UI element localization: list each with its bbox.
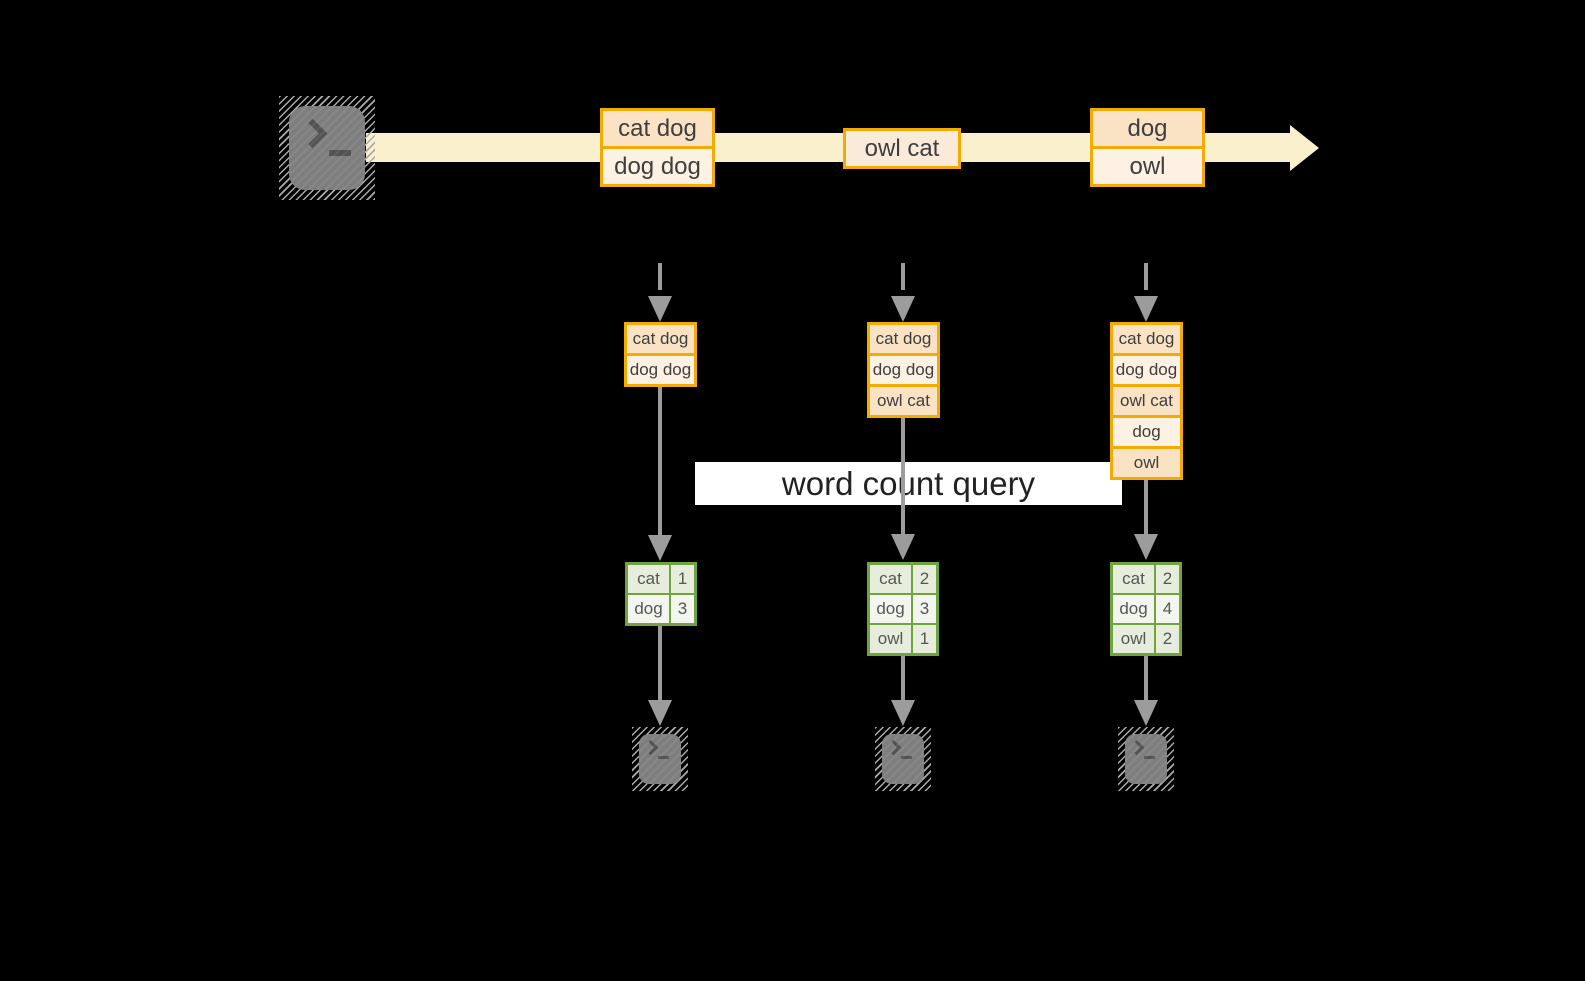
prompt-chevron-icon: [297, 118, 328, 149]
prompt-cursor-icon: [329, 150, 351, 156]
word-cell: cat: [870, 565, 911, 593]
input-buffer-1: cat dog dog dog: [624, 322, 697, 387]
arrow-down-icon: [1134, 296, 1158, 322]
buffer-line: owl cat: [1113, 384, 1180, 415]
terminal-screen: [289, 106, 365, 190]
count-cell: 2: [1156, 625, 1179, 653]
stream-arrowhead-icon: [1290, 125, 1319, 171]
word-cell: dog: [628, 595, 669, 623]
word-cell: dog: [870, 595, 911, 623]
terminal-screen: [639, 734, 681, 784]
stream-line: owl cat: [846, 131, 958, 166]
stream-line: owl: [1093, 146, 1202, 184]
count-cell: 2: [1156, 565, 1179, 593]
buffer-line: dog: [1113, 415, 1180, 446]
prompt-chevron-icon: [1128, 739, 1145, 756]
word-cell: cat: [1113, 565, 1154, 593]
word-cell: owl: [870, 625, 911, 653]
terminal-screen: [1125, 734, 1167, 784]
dashed-arrow-icon: [1144, 263, 1148, 290]
buffer-line: owl cat: [870, 384, 937, 415]
stream-line: dog dog: [603, 146, 712, 184]
source-terminal-icon: [279, 96, 375, 200]
count-cell: 3: [671, 595, 694, 623]
arrow-down-icon: [648, 296, 672, 322]
stream-record-2: owl cat: [843, 128, 961, 169]
connector-line: [658, 626, 662, 702]
prompt-cursor-icon: [1144, 756, 1155, 759]
stream-record-3: dog owl: [1090, 108, 1205, 187]
arrow-down-icon: [891, 296, 915, 322]
query-label: word count query: [695, 462, 1122, 505]
output-terminal-icon: [875, 727, 931, 791]
connector-line: [658, 387, 662, 535]
buffer-line: owl: [1113, 446, 1180, 477]
buffer-line: cat dog: [1113, 325, 1180, 353]
count-cell: 1: [913, 625, 936, 653]
count-cell: 2: [913, 565, 936, 593]
buffer-line: dog dog: [1113, 353, 1180, 384]
prompt-cursor-icon: [658, 756, 669, 759]
dashed-arrow-icon: [901, 263, 905, 290]
prompt-chevron-icon: [885, 739, 902, 756]
count-cell: 3: [913, 595, 936, 623]
input-buffer-3: cat dog dog dog owl cat dog owl: [1110, 322, 1183, 480]
terminal-screen: [882, 734, 924, 784]
word-count-table-3: cat 2 dog 4 owl 2: [1110, 562, 1182, 656]
prompt-cursor-icon: [901, 756, 912, 759]
arrow-down-icon: [648, 700, 672, 726]
arrow-down-icon: [891, 700, 915, 726]
output-terminal-icon: [1118, 727, 1174, 791]
arrow-down-icon: [891, 534, 915, 560]
buffer-line: dog dog: [627, 353, 694, 384]
input-buffer-2: cat dog dog dog owl cat: [867, 322, 940, 418]
stream-line: dog: [1093, 111, 1202, 146]
connector-line: [1144, 656, 1148, 702]
buffer-line: dog dog: [870, 353, 937, 384]
word-cell: cat: [628, 565, 669, 593]
connector-line: [901, 656, 905, 702]
arrow-down-icon: [1134, 534, 1158, 560]
buffer-line: cat dog: [870, 325, 937, 353]
connector-line: [901, 418, 905, 534]
stream-line: cat dog: [603, 111, 712, 146]
count-cell: 4: [1156, 595, 1179, 623]
count-cell: 1: [671, 565, 694, 593]
dashed-arrow-icon: [658, 263, 662, 290]
buffer-line: cat dog: [627, 325, 694, 353]
prompt-chevron-icon: [642, 739, 659, 756]
word-cell: dog: [1113, 595, 1154, 623]
word-count-table-2: cat 2 dog 3 owl 1: [867, 562, 939, 656]
word-cell: owl: [1113, 625, 1154, 653]
stream-record-1: cat dog dog dog: [600, 108, 715, 187]
output-terminal-icon: [632, 727, 688, 791]
connector-line: [1144, 480, 1148, 534]
word-count-table-1: cat 1 dog 3: [625, 562, 697, 626]
arrow-down-icon: [1134, 700, 1158, 726]
arrow-down-icon: [648, 535, 672, 561]
